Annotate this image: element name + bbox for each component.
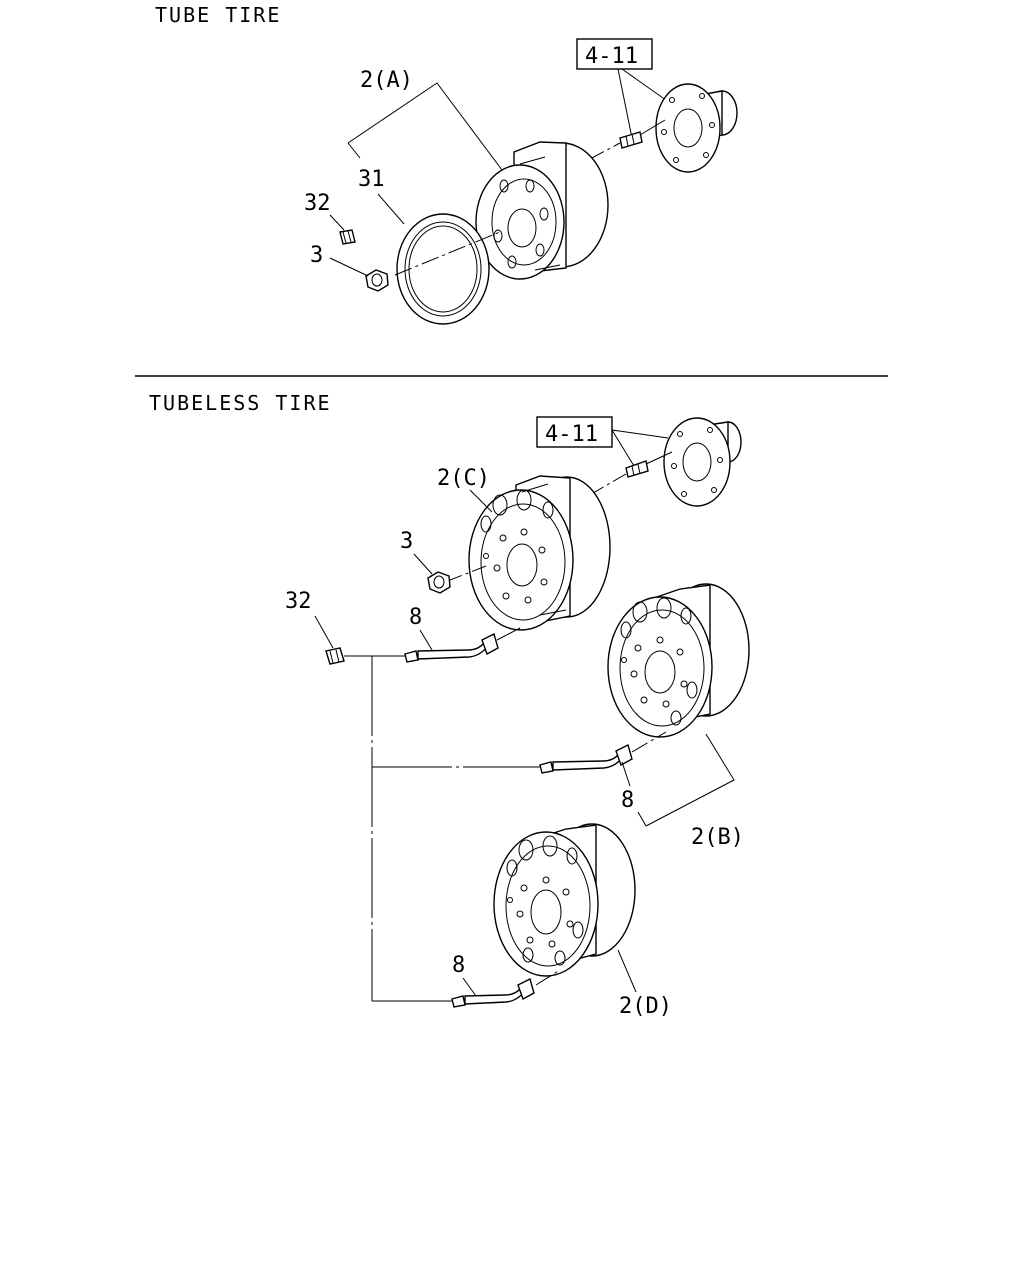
hub-tubeless (663, 417, 742, 507)
callout-32-tubeless: 32 (285, 589, 312, 614)
callout-3-tube: 3 (310, 243, 323, 268)
reference-box-tubeless: 4-11 (536, 416, 613, 448)
callout-2a: 2(A) (360, 68, 413, 93)
ref-label-tubeless: 4-11 (545, 422, 598, 447)
valve-extension-1 (404, 627, 521, 663)
leader-8-3 (462, 977, 477, 997)
stud-tubeless (625, 451, 673, 478)
callout-8-2: 8 (621, 788, 634, 813)
callout-8-1: 8 (409, 605, 422, 630)
reference-box-tube: 4-11 (576, 38, 653, 70)
callout-31: 31 (358, 167, 385, 192)
leader-8-1 (419, 629, 433, 651)
ref-leader-tubeless (611, 429, 669, 467)
section-title-tube-tire: TUBE TIRE (155, 3, 281, 27)
wheel-2b (607, 583, 750, 738)
wheel-2c (468, 475, 611, 631)
section-title-tubeless-tire: TUBELESS TIRE (149, 391, 332, 415)
callout-8-3: 8 (452, 953, 465, 978)
nut-3-tubeless (427, 571, 451, 594)
valve-bracket (344, 655, 540, 1002)
callout-32-tube: 32 (304, 191, 331, 216)
cap-32-tubeless (325, 647, 345, 665)
leader-31 (377, 193, 405, 225)
ref-label-tube: 4-11 (585, 44, 638, 69)
valve-extension-2 (539, 743, 633, 774)
wheel-2a (475, 141, 609, 280)
leader-8-2 (621, 761, 631, 787)
leader-3-tubeless (413, 553, 433, 575)
leader-2a (347, 82, 503, 171)
valve-extension-3 (451, 977, 535, 1008)
leader-3-tube (329, 257, 369, 277)
cap-32-tube (339, 229, 356, 245)
stud-tube (619, 119, 666, 149)
leader-32-tube (329, 214, 345, 231)
leader-2d (617, 949, 637, 993)
callout-2c: 2(C) (437, 466, 490, 491)
callout-3-tubeless: 3 (400, 529, 413, 554)
leader-2c (469, 489, 493, 513)
hub-tube (655, 83, 738, 173)
wheel-2d (493, 823, 636, 977)
callout-2b: 2(B) (691, 825, 744, 850)
callout-2d: 2(D) (619, 994, 672, 1019)
leader-2b (637, 733, 735, 827)
leader-32-tubeless (314, 615, 334, 649)
nut-3-tube (365, 269, 389, 292)
